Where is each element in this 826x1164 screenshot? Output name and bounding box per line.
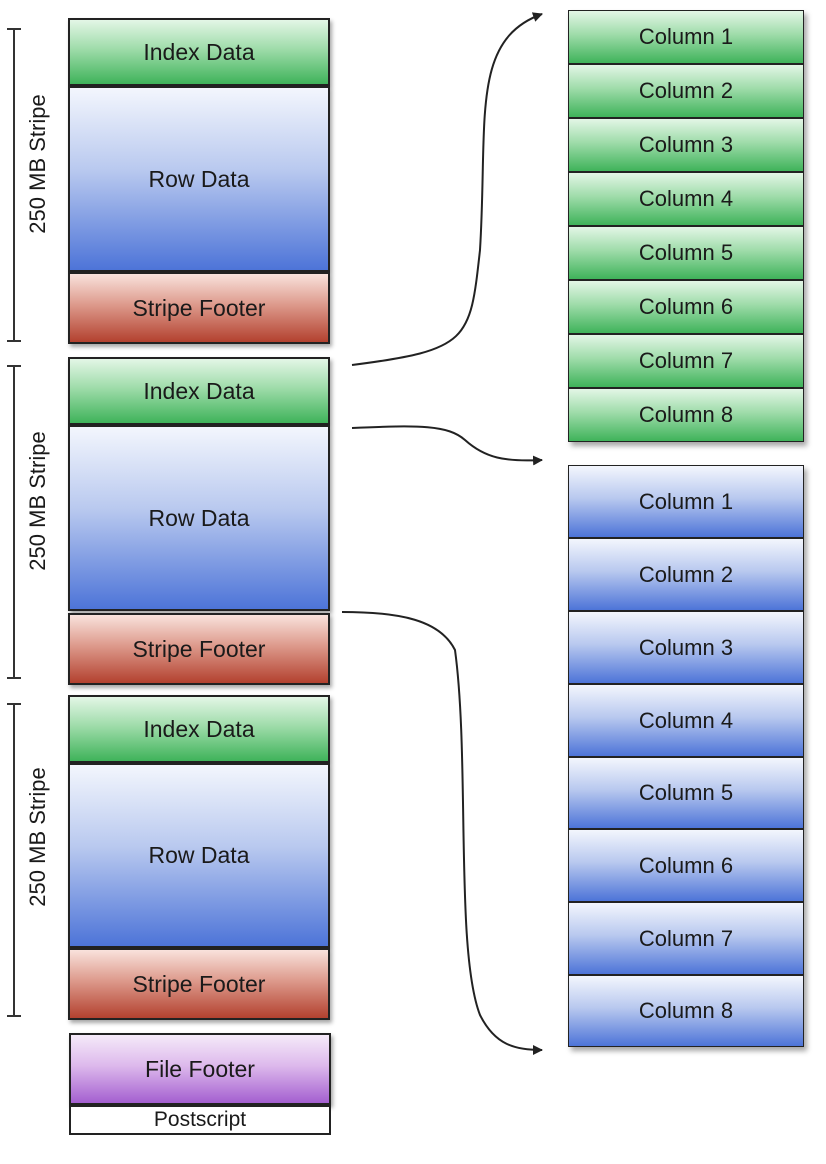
index-column-7: Column 7 bbox=[568, 334, 804, 388]
row-column-6: Column 6 bbox=[568, 829, 804, 902]
stripe-2-index-data: Index Data bbox=[68, 357, 330, 425]
stripe-1-bracket-bottom bbox=[7, 340, 21, 342]
row-column-1: Column 1 bbox=[568, 465, 804, 538]
stripe-3-bracket-bottom bbox=[7, 1015, 21, 1017]
stripe-2-row-data: Row Data bbox=[68, 425, 330, 611]
index-columns-stack: Column 1 Column 2 Column 3 Column 4 Colu… bbox=[568, 10, 804, 442]
index-column-5: Column 5 bbox=[568, 226, 804, 280]
index-column-3: Column 3 bbox=[568, 118, 804, 172]
stripe-1-stripe-footer: Stripe Footer bbox=[68, 272, 330, 344]
stripe-1-bracket bbox=[13, 28, 15, 342]
row-column-5: Column 5 bbox=[568, 757, 804, 829]
postscript-block: Postscript bbox=[69, 1105, 331, 1135]
index-column-4: Column 4 bbox=[568, 172, 804, 226]
row-column-7: Column 7 bbox=[568, 902, 804, 975]
file-footer-block: File Footer bbox=[69, 1033, 331, 1105]
stripe-footer-to-row-columns-arrow bbox=[341, 611, 543, 1055]
row-data-to-row-columns-arrow bbox=[351, 425, 543, 466]
index-column-1: Column 1 bbox=[568, 10, 804, 64]
stripe-1-row-data: Row Data bbox=[68, 86, 330, 272]
index-column-2: Column 2 bbox=[568, 64, 804, 118]
stripe-3-row-data: Row Data bbox=[68, 763, 330, 948]
row-column-8: Column 8 bbox=[568, 975, 804, 1047]
stripe-2-stripe-footer: Stripe Footer bbox=[68, 613, 330, 685]
stripe-1-bracket-top bbox=[7, 28, 21, 30]
stripe-2-bracket bbox=[13, 365, 15, 679]
stripe-2-bracket-bottom bbox=[7, 677, 21, 679]
row-column-3: Column 3 bbox=[568, 611, 804, 684]
index-column-8: Column 8 bbox=[568, 388, 804, 442]
row-column-4: Column 4 bbox=[568, 684, 804, 757]
index-data-to-index-columns-arrow bbox=[351, 12, 543, 366]
stripe-3-stripe-footer: Stripe Footer bbox=[68, 948, 330, 1020]
stripe-3-bracket-top bbox=[7, 703, 21, 705]
row-column-2: Column 2 bbox=[568, 538, 804, 611]
stripe-2-bracket-top bbox=[7, 365, 21, 367]
index-column-6: Column 6 bbox=[568, 280, 804, 334]
stripe-3-bracket bbox=[13, 703, 15, 1017]
stripe-1-index-data: Index Data bbox=[68, 18, 330, 86]
stripe-3-index-data: Index Data bbox=[68, 695, 330, 763]
row-columns-stack: Column 1 Column 2 Column 3 Column 4 Colu… bbox=[568, 465, 804, 1047]
